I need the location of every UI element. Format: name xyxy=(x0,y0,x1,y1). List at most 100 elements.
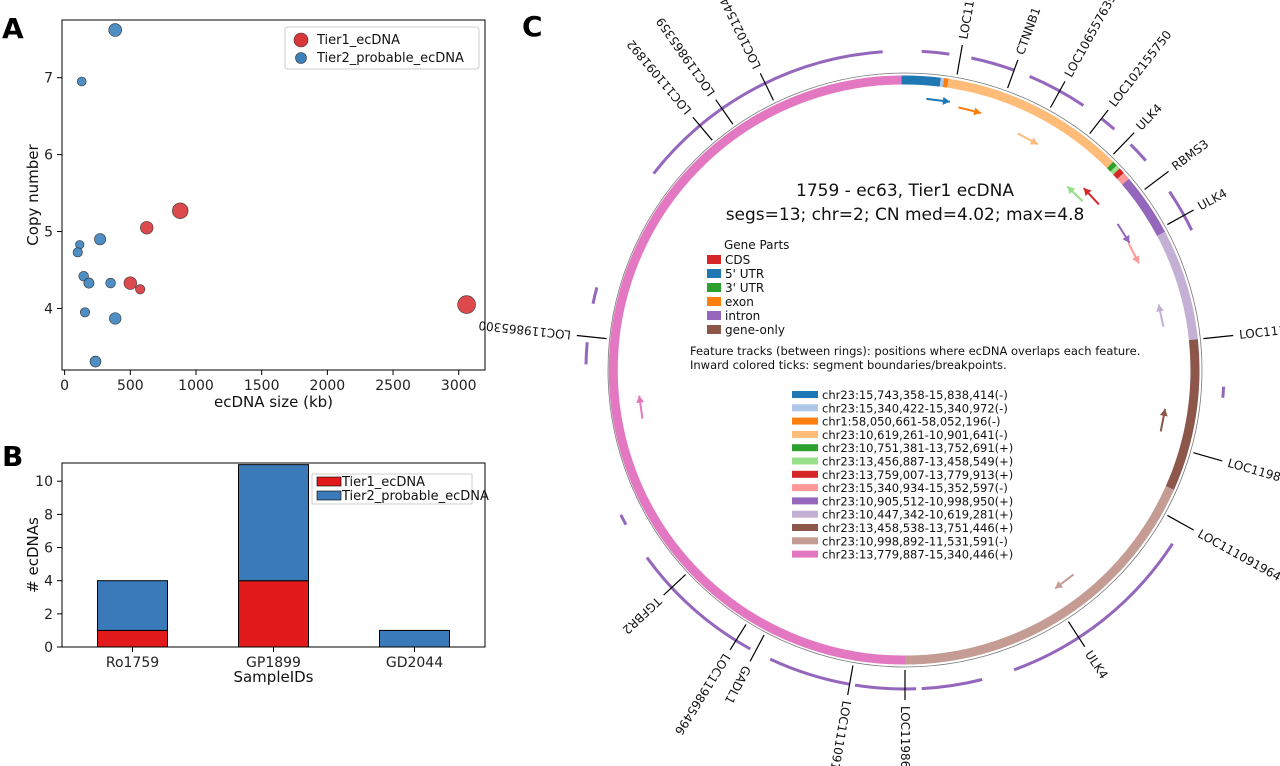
y-tick-label: 7 xyxy=(44,71,53,87)
segment-arc xyxy=(1106,161,1117,172)
intron-arc xyxy=(1129,143,1147,162)
x-tick-label: 2500 xyxy=(375,378,411,394)
gene-label: RBMS3 xyxy=(1169,137,1211,174)
gene-label: LOC119865500 xyxy=(1226,456,1280,495)
segment-arc xyxy=(1157,231,1198,341)
x-tick-label: 2000 xyxy=(310,378,346,394)
segment-label: chr23:13,458,538-13,751,446(+) xyxy=(822,521,1013,535)
gene-label: LOC111091881 xyxy=(1238,318,1280,342)
segment-arc xyxy=(1165,339,1200,490)
x-tick-label: GD2044 xyxy=(386,655,443,671)
outer-ring xyxy=(607,72,1203,668)
y-tick-label: 4 xyxy=(44,301,53,317)
gene-part-label: CDS xyxy=(725,253,750,267)
scatter-point xyxy=(89,355,102,368)
segment-arc xyxy=(1113,168,1124,179)
y-tick-label: 8 xyxy=(44,507,53,523)
segment-arc xyxy=(947,78,1114,169)
arrow-head xyxy=(942,96,950,105)
x-tick-label: Ro1759 xyxy=(106,655,159,671)
gene-label: ULK4 xyxy=(1195,186,1229,213)
segment-swatch xyxy=(792,537,818,545)
scatter-point xyxy=(72,247,83,258)
gene-part-label: gene-only xyxy=(725,323,785,337)
arrow-head xyxy=(1132,255,1140,264)
segment-label: chr23:10,619,261-10,901,641(-) xyxy=(822,428,1008,442)
legend-marker xyxy=(295,52,307,64)
x-tick-label: 500 xyxy=(117,378,144,394)
panel-letter-c: C xyxy=(522,10,543,43)
x-tick-label: 1500 xyxy=(244,378,280,394)
y-axis-label: # ecDNAs xyxy=(24,517,42,593)
gene-label: LOC102154444 xyxy=(711,0,764,71)
intron-arc xyxy=(584,342,589,365)
segment-swatch xyxy=(792,417,818,425)
arrow-head xyxy=(1083,188,1092,196)
bar-segment xyxy=(379,629,450,648)
gene-tick xyxy=(759,73,775,101)
gene-tick xyxy=(749,634,765,662)
segment-arc xyxy=(1122,178,1166,237)
gene-label: LOC102155750 xyxy=(1106,28,1174,110)
y-tick-label: 4 xyxy=(44,574,53,590)
segment-label: chr23:15,743,358-15,838,414(-) xyxy=(822,388,1008,402)
segment-swatch xyxy=(792,484,818,492)
gene-tick xyxy=(1167,209,1194,226)
y-tick-label: 6 xyxy=(44,148,53,164)
legend-swatch xyxy=(316,490,342,501)
breakpoint-note: Inward colored ticks: segment boundaries… xyxy=(690,358,1007,372)
y-axis-label: Copy number xyxy=(24,143,42,245)
intron-arc xyxy=(652,50,883,175)
gene-part-swatch xyxy=(707,269,721,278)
segment-swatch xyxy=(792,391,818,398)
gene-part-swatch xyxy=(707,283,721,292)
feature-note: Feature tracks (between rings): position… xyxy=(690,344,1140,358)
x-tick-label: GP1899 xyxy=(246,655,301,671)
gene-label: LOC111091964 xyxy=(1195,527,1280,584)
y-tick-label: 6 xyxy=(44,541,53,557)
y-tick-label: 2 xyxy=(44,607,53,623)
legend-label: Tier2_probable_ecDNA xyxy=(341,489,489,504)
gene-part-label: intron xyxy=(725,309,760,323)
segment-swatch xyxy=(792,550,818,558)
bar-segment xyxy=(238,464,309,582)
segment-arc xyxy=(942,78,949,88)
intron-arc xyxy=(591,287,599,305)
arrow-head xyxy=(1156,304,1165,313)
segment-label: chr23:13,779,887-15,340,446(+) xyxy=(822,548,1013,562)
gene-part-label: 5' UTR xyxy=(725,267,764,281)
gene-tick xyxy=(576,334,607,340)
gene-part-swatch xyxy=(707,297,721,306)
segment-swatch xyxy=(792,457,818,465)
scatter-point xyxy=(172,202,189,219)
gene-tick xyxy=(1067,621,1086,648)
scatter-point xyxy=(79,307,90,318)
intron-arc xyxy=(1013,542,1174,672)
gene-part-label: 3' UTR xyxy=(725,281,764,295)
y-tick-label: 0 xyxy=(44,640,53,656)
gene-tick xyxy=(956,44,963,75)
gene-tick xyxy=(1089,109,1109,134)
x-tick-label: 0 xyxy=(60,378,69,394)
x-tick-label: 1000 xyxy=(178,378,214,394)
gene-tick xyxy=(1144,170,1169,190)
arrow-head xyxy=(1159,408,1168,417)
segment-label: chr23:10,447,342-10,619,281(+) xyxy=(822,508,1013,522)
x-axis-label: ecDNA size (kb) xyxy=(214,393,333,411)
segment-swatch xyxy=(792,470,818,478)
panel-letter-b: B xyxy=(2,440,23,473)
segment-swatch xyxy=(792,444,818,452)
segment-label: chr23:10,905,512-10,998,950(+) xyxy=(822,494,1013,508)
scatter-point xyxy=(135,284,146,295)
x-axis-label: SampleIDs xyxy=(233,668,313,686)
scatter-point xyxy=(457,295,476,314)
scatter-point xyxy=(123,276,137,290)
gene-tick xyxy=(729,624,747,651)
gene-label: LOC111091890 xyxy=(824,700,854,766)
intron-arc xyxy=(1100,117,1116,131)
gene-tick xyxy=(1167,514,1194,531)
circos-subtitle: segs=13; chr=2; CN med=4.02; max=4.8 xyxy=(726,205,1085,225)
scatter-point xyxy=(105,277,116,289)
intron-arc xyxy=(645,556,752,651)
legend-marker xyxy=(293,32,309,48)
